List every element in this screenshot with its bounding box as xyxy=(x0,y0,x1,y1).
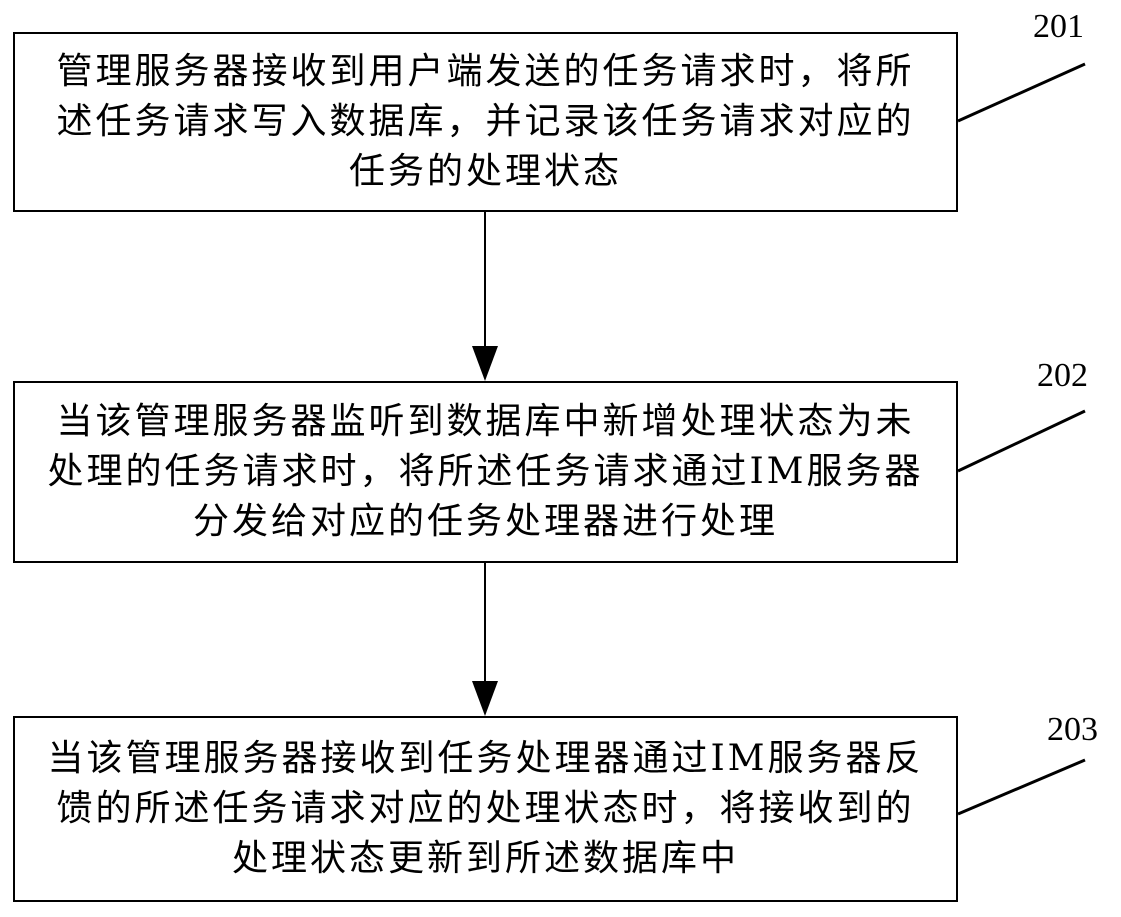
step-201-line-3: 任务的处理状态 xyxy=(348,151,622,192)
step-box-201: 管理服务器接收到用户端发送的任务请求时，将所 述任务请求写入数据库，并记录该任务… xyxy=(13,32,958,212)
step-number-202: 202 xyxy=(1037,357,1088,394)
arrow-201-to-202-head xyxy=(472,346,498,381)
step-text-203: 当该管理服务器接收到任务处理器通过IM服务器反 馈的所述任务请求对应的处理状态时… xyxy=(47,734,923,884)
step-number-201: 201 xyxy=(1033,8,1084,45)
leader-line-203 xyxy=(957,758,1086,816)
step-203-line-2: 馈的所述任务请求对应的处理状态时，将接收到的 xyxy=(56,788,915,829)
arrow-202-to-203-head xyxy=(472,681,498,716)
step-202-line-1: 当该管理服务器监听到数据库中新增处理状态为未 xyxy=(56,401,915,442)
step-box-202: 当该管理服务器监听到数据库中新增处理状态为未 处理的任务请求时，将所述任务请求通… xyxy=(13,381,958,563)
step-box-203: 当该管理服务器接收到任务处理器通过IM服务器反 馈的所述任务请求对应的处理状态时… xyxy=(13,716,958,902)
step-201-line-2: 述任务请求写入数据库，并记录该任务请求对应的 xyxy=(56,101,915,142)
step-202-line-3: 分发给对应的任务处理器进行处理 xyxy=(192,501,778,542)
step-text-201: 管理服务器接收到用户端发送的任务请求时，将所 述任务请求写入数据库，并记录该任务… xyxy=(56,47,914,197)
step-number-203: 203 xyxy=(1047,711,1098,748)
step-201-line-1: 管理服务器接收到用户端发送的任务请求时，将所 xyxy=(56,51,915,92)
leader-line-201 xyxy=(957,62,1086,123)
step-text-202: 当该管理服务器监听到数据库中新增处理状态为未 处理的任务请求时，将所述任务请求通… xyxy=(47,397,923,547)
leader-line-202 xyxy=(957,409,1086,473)
step-203-line-1: 当该管理服务器接收到任务处理器通过IM服务器反 xyxy=(47,738,924,779)
step-203-line-3: 处理状态更新到所述数据库中 xyxy=(231,838,739,879)
step-202-line-2: 处理的任务请求时，将所述任务请求通过IM服务器 xyxy=(47,451,924,492)
